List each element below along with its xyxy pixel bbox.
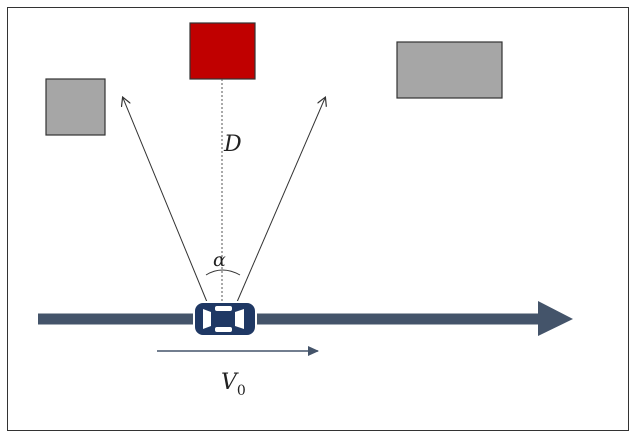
distance-label: D	[223, 132, 242, 157]
obstacle-right	[396, 41, 503, 99]
target-obstacle-red	[189, 22, 256, 80]
velocity-label: V0	[221, 370, 246, 399]
road-arrow-head	[538, 301, 573, 336]
sensor-ray-right	[236, 98, 325, 303]
velocity-subscript: 0	[237, 383, 246, 399]
angle-arc	[205, 269, 241, 276]
velocity-symbol: V	[221, 370, 239, 395]
car-top-view-icon	[193, 301, 257, 337]
sensor-ray-left	[123, 98, 208, 303]
diagram-frame	[7, 7, 629, 431]
obstacle-left	[45, 78, 106, 136]
angle-label: α	[213, 249, 226, 271]
